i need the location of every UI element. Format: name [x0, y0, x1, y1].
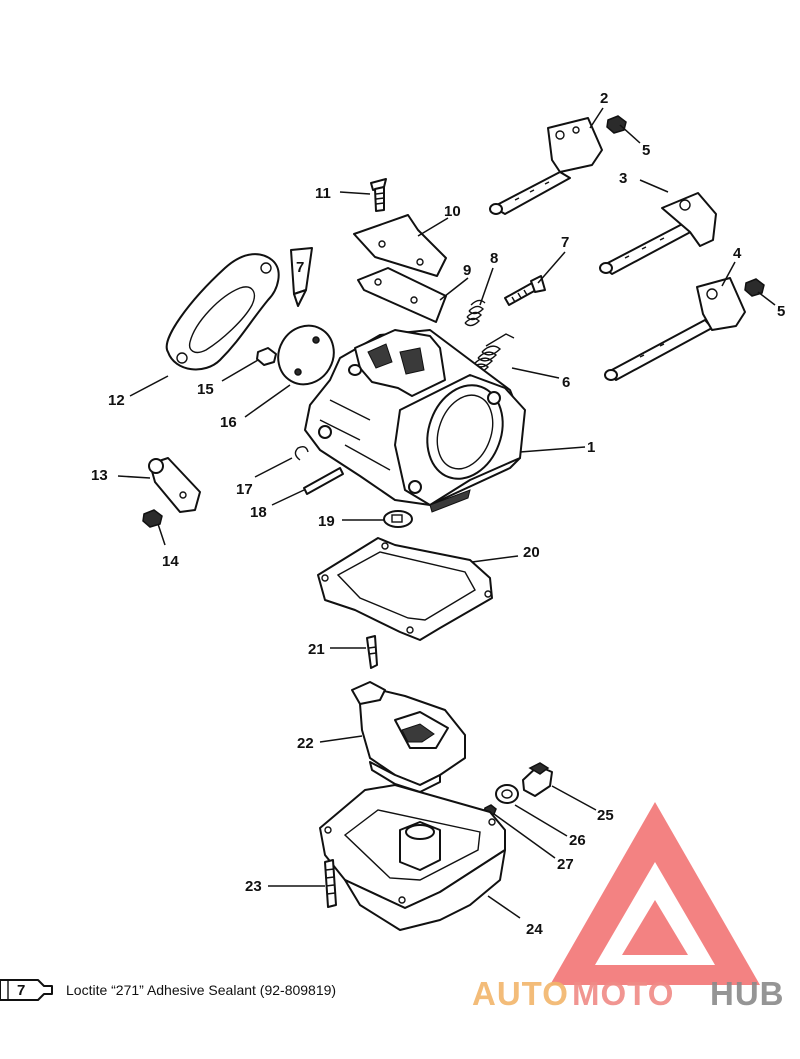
- legend: 7 Loctite “271” Adhesive Sealant (92-809…: [0, 979, 336, 1001]
- needle-21: [366, 635, 378, 669]
- spring-8: [464, 299, 486, 327]
- screw-5-right: [744, 278, 765, 297]
- legend-tube-label: 7: [17, 982, 25, 999]
- throttle-lever-2: [489, 117, 603, 215]
- callout-15: 15: [197, 381, 214, 398]
- callout-14: 14: [162, 553, 179, 570]
- tube-label: 7: [296, 259, 304, 276]
- callout-2: 2: [600, 90, 608, 107]
- carburetor-body-1: [304, 329, 526, 513]
- screw-11: [370, 178, 387, 212]
- watermark-auto: AUTO: [472, 975, 569, 1012]
- callout-27: 27: [557, 856, 574, 873]
- callout-10: 10: [444, 203, 461, 220]
- callout-6: 6: [562, 374, 570, 391]
- callout-25: 25: [597, 807, 614, 824]
- callout-22: 22: [297, 735, 314, 752]
- callout-23: 23: [245, 878, 262, 895]
- plate-9: [357, 267, 447, 323]
- plate-10: [353, 214, 447, 277]
- callout-1: 1: [587, 439, 595, 456]
- screw-7: [504, 275, 546, 306]
- callout-5-right: 5: [777, 303, 785, 320]
- watermark-logo: [550, 802, 760, 985]
- callout-17: 17: [236, 481, 253, 498]
- lever-4: [604, 277, 746, 381]
- callout-26: 26: [569, 832, 586, 849]
- callout-labels: 1 2 3 4 5 5 6 7 8 9 10 11 12 13 14 15 16…: [91, 90, 785, 938]
- callout-4: 4: [733, 245, 742, 262]
- callout-24: 24: [526, 921, 543, 938]
- watermark-moto: MOTO: [572, 975, 674, 1012]
- screw-5-top: [606, 115, 627, 134]
- callout-20: 20: [523, 544, 540, 561]
- washer-19: [383, 510, 413, 528]
- callout-9: 9: [463, 262, 471, 279]
- callout-13: 13: [91, 467, 108, 484]
- watermark-hub: HUB: [710, 975, 785, 1012]
- callout-7: 7: [561, 234, 569, 251]
- pin-18: [303, 467, 344, 495]
- float-22: [351, 681, 466, 793]
- float-bowl-24: [319, 784, 506, 931]
- watermark-triangle-core: [622, 900, 688, 955]
- clip-17: [294, 445, 309, 461]
- callout-3: 3: [619, 170, 627, 187]
- screw-14: [142, 509, 163, 528]
- loctite-tube: 7: [290, 247, 313, 307]
- disc-16: [277, 324, 335, 386]
- gasket-12: [165, 253, 280, 371]
- callout-16: 16: [220, 414, 237, 431]
- lever-13: [148, 457, 201, 513]
- washer-26: [495, 784, 519, 804]
- callout-21: 21: [308, 641, 325, 658]
- leader-lines: [117, 107, 776, 919]
- callout-8: 8: [490, 250, 498, 267]
- callout-11: 11: [315, 185, 331, 202]
- screw-23: [324, 859, 337, 908]
- legend-text: Loctite “271” Adhesive Sealant (92-80981…: [66, 982, 336, 998]
- plug-25: [522, 762, 553, 797]
- callout-18: 18: [250, 504, 267, 521]
- callout-19: 19: [318, 513, 335, 530]
- legend-tube-icon: [0, 979, 53, 1001]
- watermark-text: AUTO MOTO HUB: [472, 975, 785, 1012]
- callout-5-top: 5: [642, 142, 650, 159]
- screw-15: [256, 347, 277, 366]
- callout-12: 12: [108, 392, 125, 409]
- gasket-20: [317, 537, 493, 641]
- lever-3: [599, 192, 717, 275]
